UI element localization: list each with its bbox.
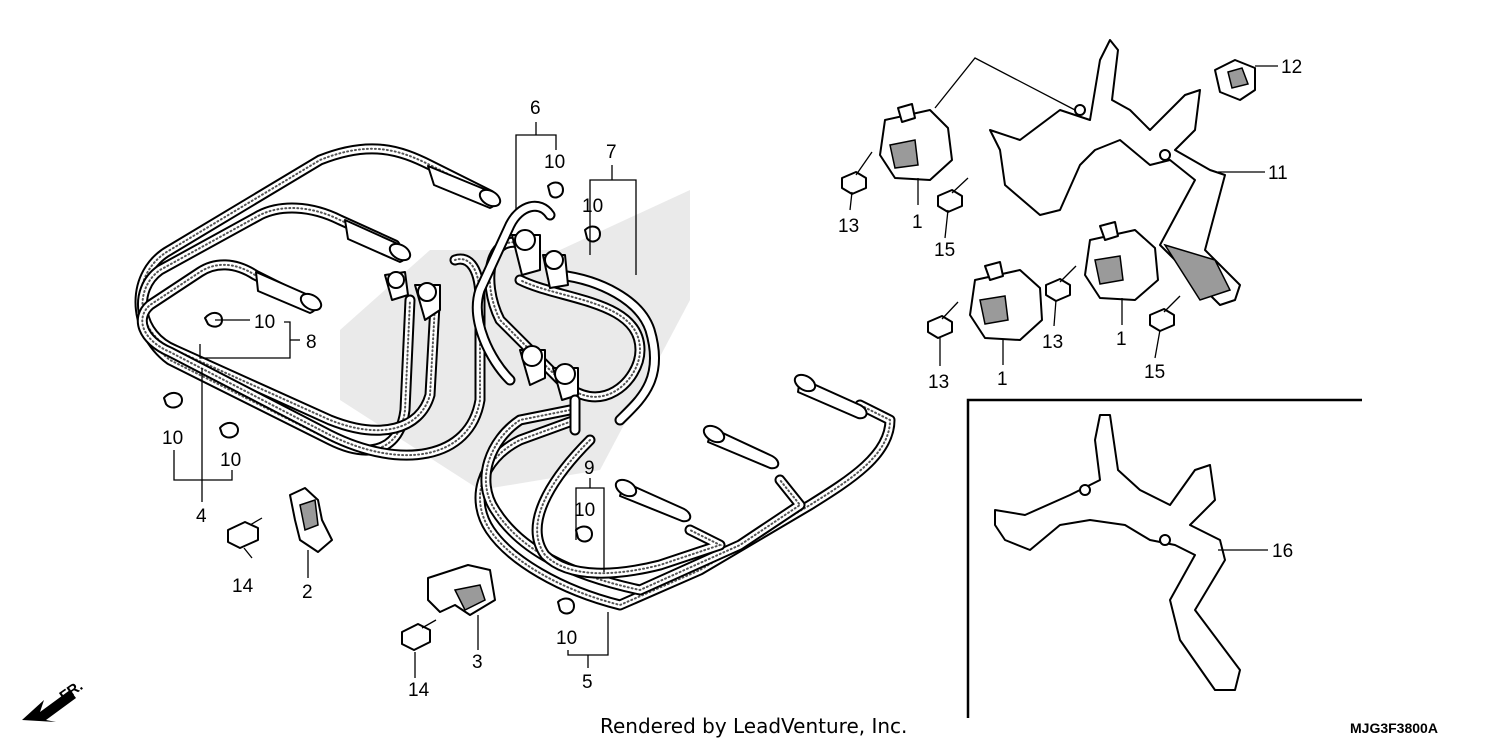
wire-holder-3 (427, 564, 496, 616)
plug-cap-6 (614, 478, 692, 523)
coil-boot-a (384, 271, 409, 301)
coil-boot-c (511, 229, 541, 276)
label-14a: 14 (232, 576, 254, 597)
ignition-wire-harness-right (474, 373, 896, 611)
label-12: 12 (1281, 57, 1302, 78)
label-9: 9 (584, 458, 595, 479)
bolt-14b (401, 619, 437, 651)
credit-text: Rendered by LeadVenture, Inc. (600, 714, 907, 738)
ignition-coil-upper (879, 103, 953, 181)
label-4: 4 (196, 506, 207, 527)
label-6: 6 (530, 98, 541, 119)
wire-holder-2 (289, 487, 333, 553)
label-1c: 1 (1116, 329, 1127, 350)
plug-cap-4 (793, 373, 868, 420)
label-13a: 13 (838, 216, 859, 237)
label-13c: 13 (928, 372, 949, 393)
label-13b: 13 (1042, 332, 1063, 353)
label-1a: 1 (912, 212, 923, 233)
front-direction-marker: FR. (22, 677, 86, 722)
label-3: 3 (472, 652, 483, 673)
ignition-wire-harness-left (134, 143, 660, 461)
diagram-code: MJG3F3800A (1350, 720, 1438, 736)
ignition-coil-lower-right (1084, 221, 1159, 301)
bolts-13-15 (841, 151, 1181, 339)
ignition-coil-lower-left (969, 261, 1043, 341)
label-14b: 14 (408, 680, 430, 701)
label-10a: 10 (544, 152, 565, 173)
inset-frame (966, 398, 1362, 718)
plug-cap-2 (344, 219, 412, 263)
label-5: 5 (582, 672, 593, 693)
front-arrow-icon (22, 690, 76, 722)
coil-boot-b (414, 282, 441, 321)
label-2: 2 (302, 582, 313, 603)
label-15a: 15 (934, 240, 955, 261)
label-8: 8 (306, 332, 317, 353)
label-10f: 10 (574, 500, 595, 521)
label-10c: 10 (254, 312, 275, 333)
plug-cap-5 (702, 424, 780, 470)
label-10d: 10 (162, 428, 183, 449)
plug-cap-1 (427, 165, 502, 209)
label-16: 16 (1272, 541, 1293, 562)
coil-boot-d (542, 250, 569, 289)
leader-lines (173, 65, 1278, 678)
coil-bracket-16 (994, 414, 1241, 691)
callout-labels: 1 1 1 2 3 4 5 6 7 8 9 10 10 10 10 10 10 … (162, 57, 1302, 701)
label-11: 11 (1268, 163, 1288, 184)
label-10e: 10 (220, 450, 241, 471)
clip-12 (1214, 59, 1256, 101)
bolt-14a (227, 517, 263, 549)
label-10b: 10 (582, 196, 603, 217)
coil-bracket-11 (989, 39, 1241, 306)
coil-boot-e (519, 345, 546, 386)
label-15b: 15 (1144, 362, 1165, 383)
label-1b: 1 (997, 369, 1008, 390)
coil-boot-f (552, 363, 579, 401)
label-7: 7 (606, 142, 617, 163)
label-10g: 10 (556, 628, 577, 649)
plug-cap-3 (255, 271, 323, 314)
